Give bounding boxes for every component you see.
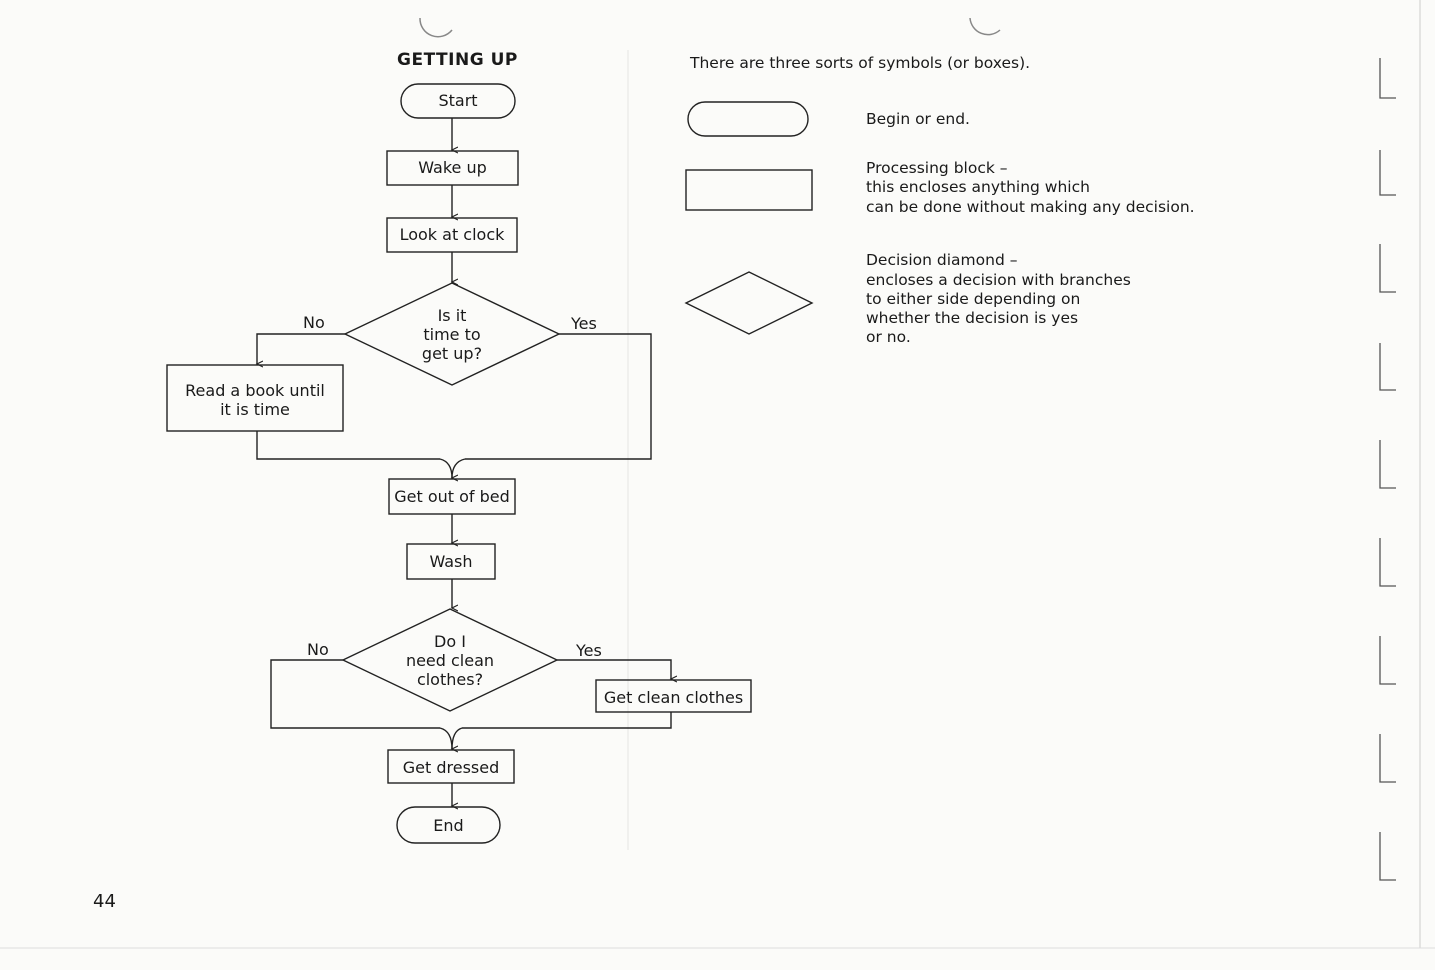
legend-process-line-2: this encloses anything which: [866, 178, 1090, 196]
read-book-box: [166, 364, 344, 432]
legend-terminal-line-1: Begin or end.: [866, 110, 970, 128]
binder-tabs: [1379, 58, 1396, 881]
punch-hole-left: [419, 17, 453, 38]
merge-curve-2b: [451, 727, 463, 750]
start-label: Start: [438, 91, 478, 110]
merge-curve-2a: [439, 727, 452, 749]
legend-decision-line-2: encloses a decision with branches: [866, 271, 1131, 289]
legend-intro: There are three sorts of symbols (or box…: [690, 54, 1031, 72]
decision-time-diamond: [343, 282, 561, 386]
branch-time-no: No: [303, 313, 325, 332]
decision-clothes-line-2: need clean: [405, 651, 495, 670]
decision-clothes-diamond: [341, 608, 559, 712]
get-dressed-label: Get dressed: [402, 758, 500, 777]
legend-decision-line-4: whether the decision is yes: [866, 309, 1079, 327]
decision-time-line-1: Is it: [437, 306, 467, 325]
get-clean-clothes-label: Get clean clothes: [603, 688, 744, 707]
connector-clothes-yes: [557, 659, 671, 679]
wake-up-label: Wake up: [418, 158, 487, 177]
merge-curve-1a: [439, 458, 452, 478]
read-book-line-2: it is time: [220, 400, 290, 419]
decision-clothes-line-3: clothes?: [416, 670, 484, 689]
punch-hole-right: [969, 17, 1001, 36]
connector-book-merge: [256, 431, 440, 460]
legend-process-shape: [685, 169, 813, 211]
connector-clothes-no: [270, 659, 440, 729]
branch-clothes-yes: Yes: [576, 641, 602, 660]
legend-decision-shape: [684, 271, 814, 335]
legend-process-line-3: can be done without making any decision.: [866, 198, 1195, 216]
get-out-of-bed-label: Get out of bed: [394, 487, 510, 506]
end-terminal: [396, 806, 501, 844]
legend-process-line-1: Processing block –: [866, 159, 1008, 177]
connector-time-no: [257, 333, 345, 364]
legend-decision-line-1: Decision diamond –: [866, 251, 1018, 269]
decision-time-line-2: time to: [423, 325, 481, 344]
end-label: End: [433, 816, 464, 835]
decision-clothes-line-1: Do I: [434, 632, 466, 651]
wash-label: Wash: [429, 552, 473, 571]
decision-time-line-3: get up?: [421, 344, 483, 363]
branch-time-yes: Yes: [571, 314, 597, 333]
page-number: 44: [93, 891, 116, 912]
read-book-line-1: Read a book until: [185, 381, 325, 400]
start-terminal: [400, 83, 516, 119]
legend-decision-line-3: to either side depending on: [866, 290, 1081, 308]
merge-curve-1b: [451, 458, 466, 479]
look-at-clock-label: Look at clock: [399, 225, 505, 244]
branch-clothes-no: No: [307, 640, 329, 659]
flowchart-title: GETTING UP: [397, 50, 518, 70]
legend-terminal-shape: [687, 101, 809, 137]
legend-decision-line-5: or no.: [866, 328, 911, 346]
connector-time-yes: [465, 333, 652, 460]
connector-clean-merge: [462, 712, 672, 729]
